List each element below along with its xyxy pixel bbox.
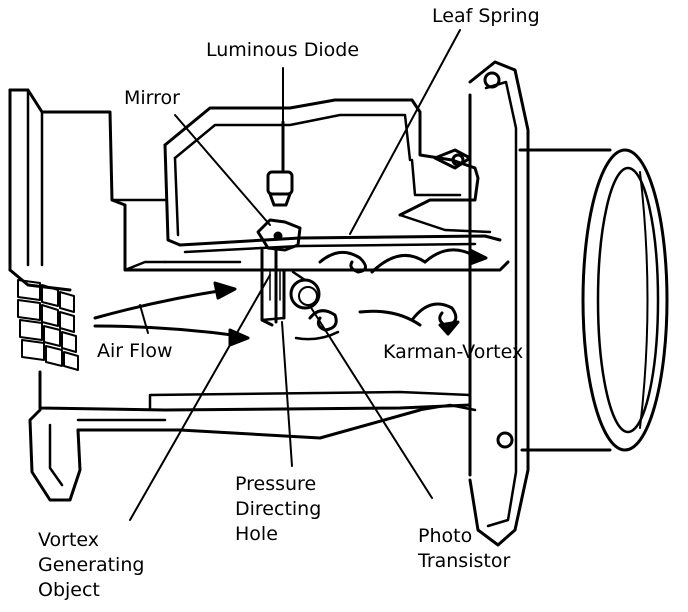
- mirror: [256, 218, 302, 272]
- label-line: Directing: [235, 498, 322, 520]
- label-mirror: Mirror: [124, 87, 180, 109]
- honeycomb-straightener: [17, 279, 79, 371]
- label-line: Vortex: [38, 529, 100, 551]
- leader-lines: [129, 29, 461, 521]
- label-leaf-spring: Leaf Spring: [432, 5, 540, 27]
- label-line: Object: [38, 579, 100, 601]
- label-line: Generating: [38, 554, 145, 576]
- air-flow-arrows: [93, 281, 250, 347]
- photo-transistor: [289, 270, 321, 310]
- label-vortex-generating-object: Vortex Generating Object: [38, 528, 144, 603]
- label-air-flow: Air Flow: [97, 340, 173, 362]
- vortex-generating-object: [260, 266, 286, 327]
- label-line: Pressure: [235, 473, 317, 495]
- main-body: [8, 88, 510, 292]
- label-line: Hole: [235, 523, 278, 545]
- mounting-flange: [468, 60, 530, 547]
- outlet-tube: [518, 148, 669, 452]
- upper-housing: [163, 98, 502, 254]
- label-karman-vortex: Karman-Vortex: [383, 341, 524, 363]
- label-line: Photo: [418, 525, 473, 547]
- label-line: Transistor: [418, 550, 511, 572]
- label-luminous-diode: Luminous Diode: [206, 39, 360, 61]
- luminous-diode: [266, 120, 294, 207]
- label-photo-transistor: Photo Transistor: [418, 524, 510, 574]
- label-pressure-directing-hole: Pressure Directing Hole: [235, 472, 321, 547]
- lower-housing: [28, 370, 477, 502]
- karman-vortex-swirls: [294, 248, 488, 341]
